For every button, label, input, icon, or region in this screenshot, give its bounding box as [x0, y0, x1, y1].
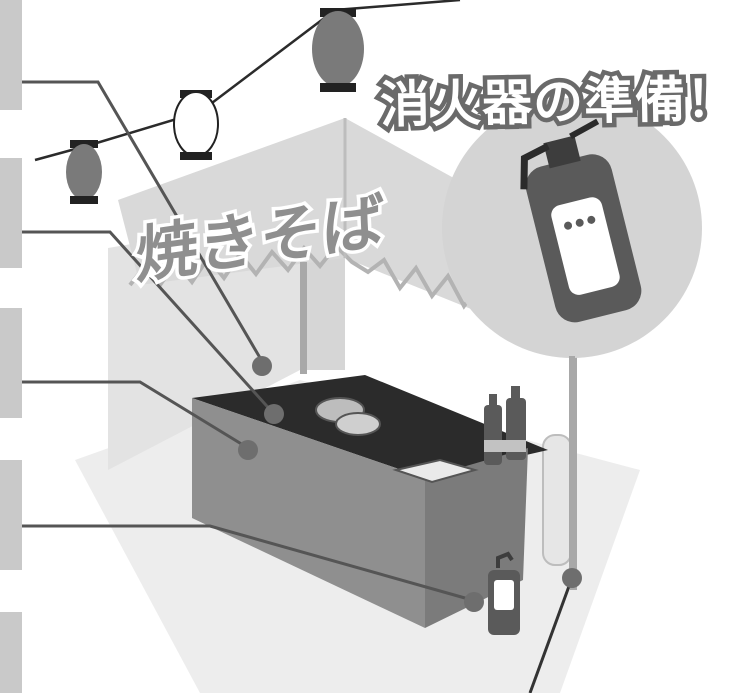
- tent-pole-back: [300, 262, 307, 374]
- bottle-2-cap: [511, 386, 520, 400]
- leader-line-4: [22, 524, 473, 602]
- big-extinguisher: [520, 118, 642, 323]
- label-box-4: [0, 460, 22, 570]
- label-box-1: [0, 0, 22, 110]
- gas-cylinder: [542, 434, 572, 566]
- lantern-middle: [173, 90, 219, 160]
- label-box-5: [0, 612, 22, 693]
- marker-dot-1: [252, 356, 272, 376]
- lantern-right: [312, 8, 364, 92]
- lantern-left: [66, 140, 102, 204]
- marker-dot-3: [238, 440, 258, 460]
- leader-line-2: [22, 230, 276, 416]
- bottle-1: [484, 405, 502, 465]
- leader-line-1: [22, 80, 268, 369]
- bottle-label: [484, 440, 526, 452]
- label-box-2: [0, 158, 22, 268]
- small-extinguisher-label: [494, 580, 514, 610]
- marker-dot-2: [264, 404, 284, 424]
- marker-dot-4: [464, 592, 484, 612]
- label-box-3: [0, 308, 22, 418]
- cash-tray: [392, 458, 479, 484]
- leader-line-3: [22, 380, 249, 450]
- leader-line-5: [528, 577, 574, 694]
- bottle-1-cap: [489, 394, 497, 408]
- yakisoba-plate-2: [335, 412, 381, 436]
- headline: 消火器の準備！: [375, 65, 742, 138]
- small-extinguisher-nozzle: [496, 551, 514, 568]
- marker-dot-5: [562, 568, 582, 588]
